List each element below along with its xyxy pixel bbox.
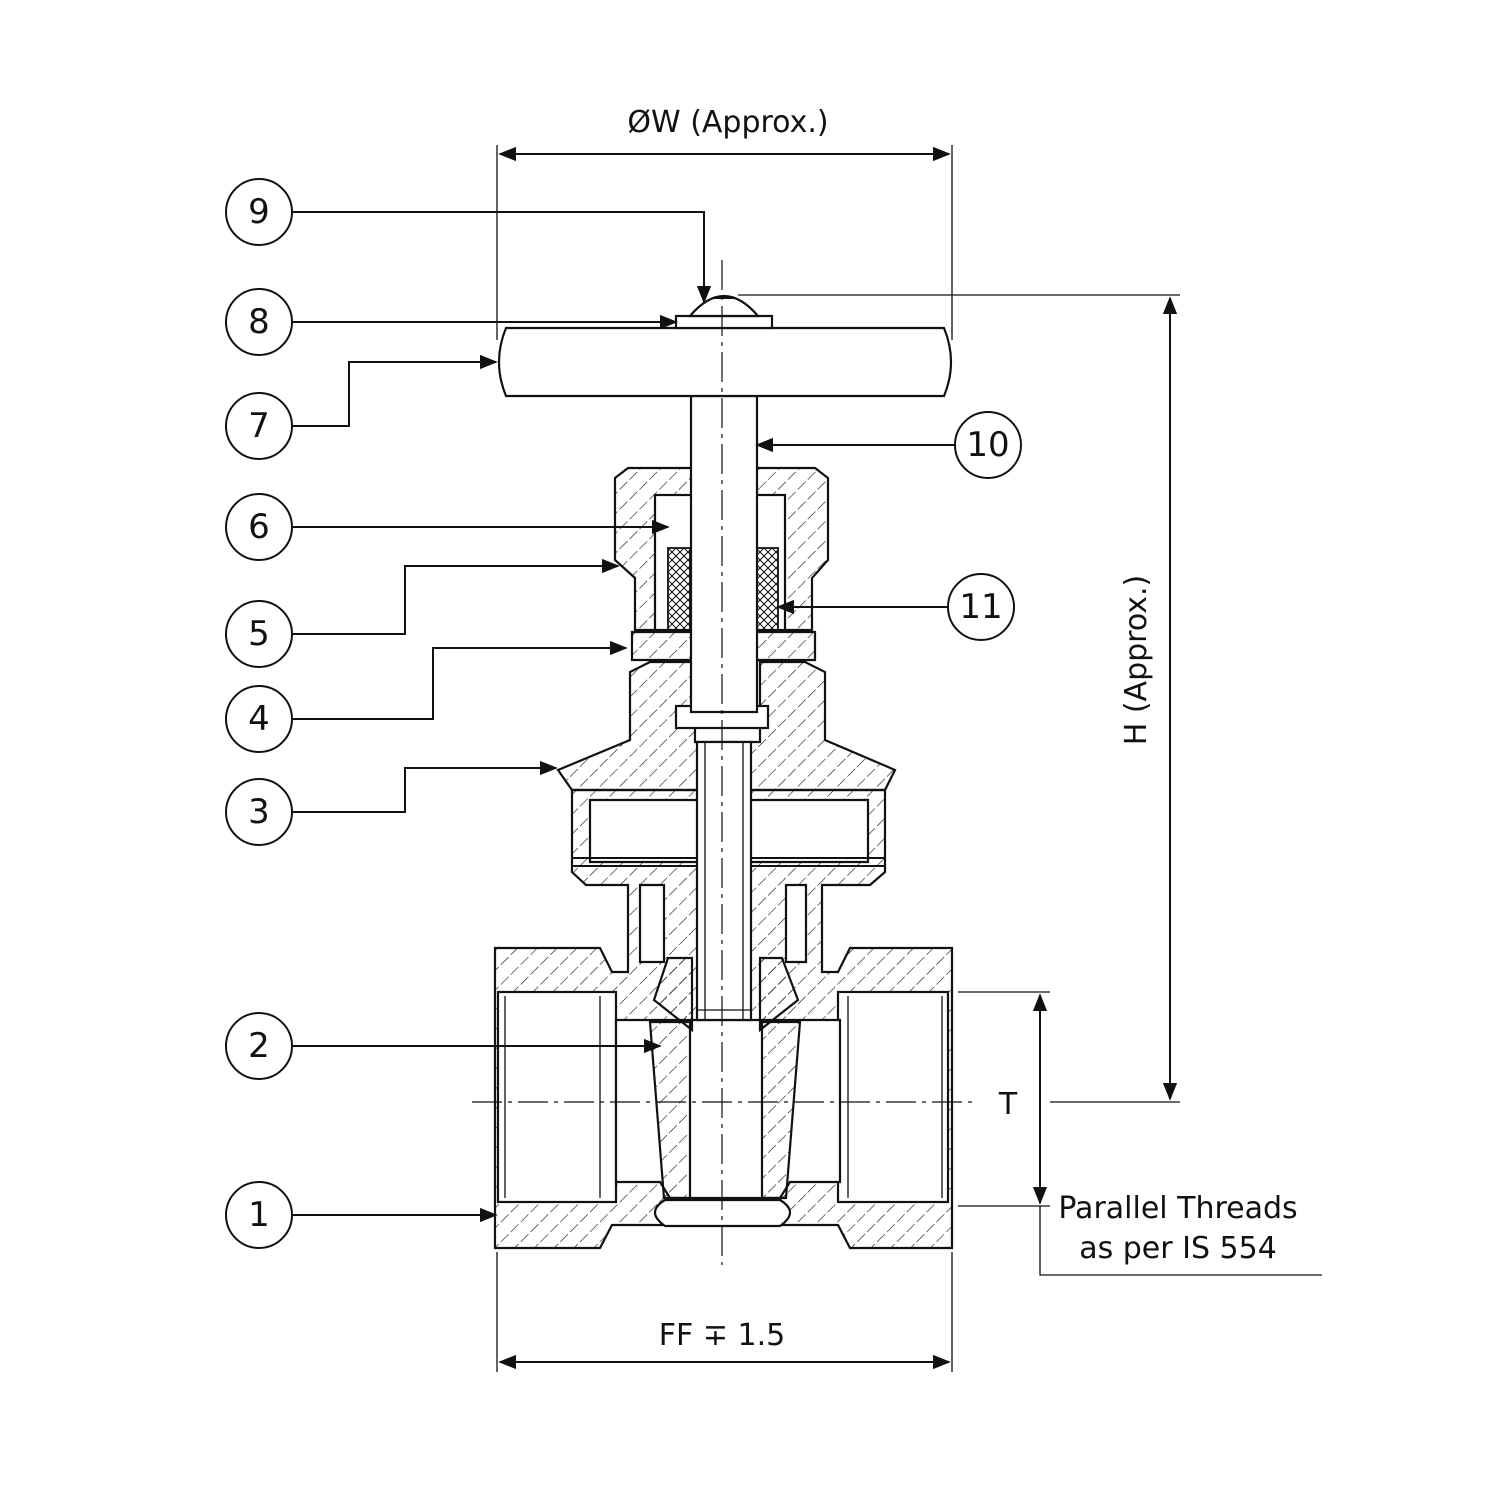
balloon-4: 4 [225, 685, 293, 753]
spindle [689, 394, 759, 1022]
balloon-5: 5 [225, 600, 293, 668]
width-dimension-label: ØW (Approx.) [627, 105, 828, 140]
thread-note-line1: Parallel Threads [1058, 1191, 1297, 1226]
dimension-height: H (Approx.) [738, 294, 1180, 1103]
balloon-2-label: 2 [248, 1026, 270, 1066]
balloon-8-label: 8 [248, 302, 270, 342]
balloon-4-label: 4 [248, 699, 270, 739]
balloon-9: 9 [225, 178, 293, 246]
washer [674, 314, 774, 330]
balloon-11: 11 [947, 573, 1015, 641]
balloon-8: 8 [225, 288, 293, 356]
balloon-9-label: 9 [248, 192, 270, 232]
handwheel [497, 326, 953, 398]
balloon-5-label: 5 [248, 614, 270, 654]
balloon-10-label: 10 [966, 425, 1009, 465]
balloon-1-label: 1 [248, 1195, 270, 1235]
balloon-7-label: 7 [248, 406, 270, 446]
gate-wedge [648, 956, 802, 1200]
balloon-1: 1 [225, 1181, 293, 1249]
balloon-10: 10 [954, 411, 1022, 479]
leader-lines [292, 211, 955, 1223]
balloon-6-label: 6 [248, 507, 270, 547]
thread-note-line2: as per IS 554 [1079, 1231, 1277, 1266]
balloon-3: 3 [225, 778, 293, 846]
dimension-face-to-face: FF ∓ 1.5 [496, 1252, 953, 1372]
balloon-3-label: 3 [248, 792, 270, 832]
thread-dimension-label: T [998, 1087, 1018, 1122]
dimension-thread: T Parallel Threads as per IS 554 [958, 991, 1322, 1276]
dimension-width: ØW (Approx.) [496, 105, 953, 340]
balloon-6: 6 [225, 493, 293, 561]
balloon-7: 7 [225, 392, 293, 460]
balloon-2: 2 [225, 1012, 293, 1080]
face-dimension-label: FF ∓ 1.5 [659, 1318, 785, 1353]
height-dimension-label: H (Approx.) [1119, 575, 1154, 746]
balloon-11-label: 11 [959, 587, 1002, 627]
